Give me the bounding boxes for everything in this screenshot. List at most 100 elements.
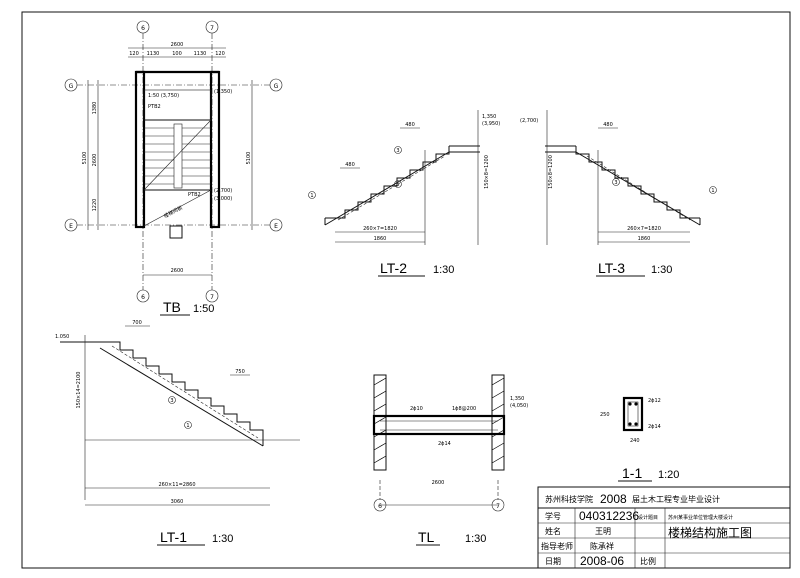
- lt1-dim: 700: [132, 320, 142, 326]
- tl-dim: 2600: [432, 480, 445, 486]
- lt2-label: 1: [310, 193, 313, 199]
- dim-top-total: 2600: [171, 42, 184, 48]
- plan-note: 1:50 (3,750): [148, 93, 179, 99]
- plan-note: 楼梯间板: [163, 204, 184, 220]
- grid-label: G: [69, 83, 74, 90]
- lt1-dim: 750: [235, 369, 245, 375]
- sec11-scale: 1:20: [658, 469, 679, 481]
- sec11-title: 1-1: [622, 465, 642, 481]
- lt3-dim: (2,700): [520, 118, 538, 124]
- lt1-label: 3: [170, 398, 173, 404]
- tb-label-name: 姓名: [545, 526, 561, 536]
- dim-left-part: 2600: [92, 154, 98, 167]
- tl-dim: 2ϕ10: [410, 406, 423, 412]
- grid-label: E: [274, 223, 278, 230]
- tb-value-date: 2008-06: [580, 554, 624, 568]
- tl-title: TL: [418, 529, 435, 545]
- lt3-scale: 1:30: [651, 264, 672, 276]
- lt2-dim: (3,950): [482, 121, 500, 127]
- tl-grid: 6: [378, 503, 382, 510]
- plan-note: (2,700): [214, 188, 232, 194]
- dim-top-part: 1130: [194, 51, 207, 57]
- sec11-dim: 2ϕ14: [648, 424, 661, 430]
- grid-label: 6: [141, 294, 145, 301]
- tb-school: 苏州科技学院: [545, 494, 593, 504]
- lt1-dim: 260×11=2860: [158, 482, 195, 488]
- sec11-dim: 2ϕ12: [648, 398, 661, 404]
- tb-label-topic: 设计题目: [638, 514, 658, 521]
- lt2-scale: 1:30: [433, 264, 454, 276]
- beam-section-tl: 2600 2ϕ10 1ϕ8@200 2ϕ14 1,350 (4,050) 6 7…: [372, 374, 528, 546]
- plan-note: (1,350): [214, 89, 232, 95]
- title-block: 苏州科技学院 2008 届土木工程专业毕业设计 学号 040312236 设计题…: [537, 486, 791, 569]
- tb-year: 2008: [600, 492, 627, 506]
- lt3-label: 3: [614, 180, 617, 186]
- dim-top-part: 120: [129, 51, 139, 57]
- dim-top-part: 1130: [147, 51, 160, 57]
- grid-label: 7: [210, 294, 214, 301]
- stair-section-lt2: 260×7=1820 1860 480 480 150×8=1200 1,350…: [308, 110, 500, 277]
- lt1-title: LT-1: [160, 529, 187, 545]
- tb-value-topic: 苏州某事业单位管理大楼设计: [668, 514, 733, 521]
- grid-label: 7: [210, 25, 214, 32]
- plan-title: TB: [163, 299, 181, 315]
- plan-note: PTB2: [148, 104, 161, 110]
- stair-section-lt3: 260×7=1820 1860 480 150×8=1200 (2,700) 1…: [520, 110, 717, 277]
- tb-drawing-name: 楼梯结构施工图: [668, 525, 752, 540]
- dim-left-part: 1220: [92, 199, 98, 212]
- lt1-dim: 150×14=2100: [76, 371, 82, 408]
- lt3-title: LT-3: [598, 260, 625, 276]
- tb-label-id: 学号: [545, 511, 561, 521]
- lt2-dim: 260×7=1820: [363, 226, 397, 232]
- plan-note: (3,000): [214, 196, 232, 202]
- dim-left-total: 5100: [82, 152, 88, 165]
- tl-dim: 1ϕ8@200: [452, 406, 476, 412]
- lt3-dim: 260×7=1820: [627, 226, 661, 232]
- tb-label-scale: 比例: [640, 556, 656, 566]
- wall-hatch: [373, 377, 505, 464]
- section-1-1: 250 240 2ϕ12 2ϕ14 1-1 1:20: [600, 396, 679, 482]
- stair-section-lt1: 1.050 150×14=2100 260×11=2860 3060 700 7…: [55, 320, 300, 546]
- lt2-dim: 1860: [374, 236, 387, 242]
- dim-left-part: 1380: [92, 102, 98, 115]
- lt3-dim: 150×8=1200: [548, 155, 554, 189]
- lt1-label: 1: [186, 423, 189, 429]
- dim-bottom: 2600: [171, 268, 184, 274]
- tb-value-id: 040312236: [579, 509, 639, 523]
- sec11-dim: 250: [600, 412, 610, 418]
- grid-label: E: [69, 223, 73, 230]
- lt2-label: 5: [396, 182, 399, 188]
- dim-top-part: 120: [215, 51, 225, 57]
- grid-label: G: [274, 83, 279, 90]
- tl-dim: (4,050): [510, 403, 528, 409]
- lt1-scale: 1:30: [212, 533, 233, 545]
- lt2-dim: 480: [405, 122, 415, 128]
- lt2-title: LT-2: [380, 260, 407, 276]
- tb-value-advisor: 陈承祥: [590, 541, 614, 551]
- lt1-level: 1.050: [55, 334, 69, 340]
- drawing-frame: [21, 11, 791, 569]
- tl-dim: 2ϕ14: [438, 441, 451, 447]
- lt3-dim: 1860: [638, 236, 651, 242]
- tl-scale: 1:30: [465, 533, 486, 545]
- lt3-label: 1: [711, 188, 714, 194]
- tb-label-advisor: 指导老师: [541, 541, 573, 551]
- lt2-label: 3: [396, 148, 399, 154]
- tl-dim: 1,350: [510, 396, 524, 402]
- stair-plan-tb: 6 7 6 7 G E G E 2600 120 1130 100 1130 1…: [64, 20, 283, 316]
- plan-note: PTB2: [188, 192, 201, 198]
- grid-label: 6: [141, 25, 145, 32]
- dim-right-total: 5100: [246, 152, 252, 165]
- lt2-dim: 1,350: [482, 114, 496, 120]
- lt1-dim: 3060: [171, 499, 184, 505]
- lt3-dim: 480: [603, 122, 613, 128]
- tb-value-name: 王明: [595, 527, 611, 536]
- tl-grid: 7: [496, 503, 500, 510]
- lt2-dim: 150×8=1200: [484, 155, 490, 189]
- tb-label-date: 日期: [545, 557, 561, 566]
- lt2-dim: 480: [345, 162, 355, 168]
- tb-suffix: 届土木工程专业毕业设计: [632, 494, 720, 504]
- plan-scale: 1:50: [193, 303, 214, 315]
- stair-treads: [144, 127, 211, 185]
